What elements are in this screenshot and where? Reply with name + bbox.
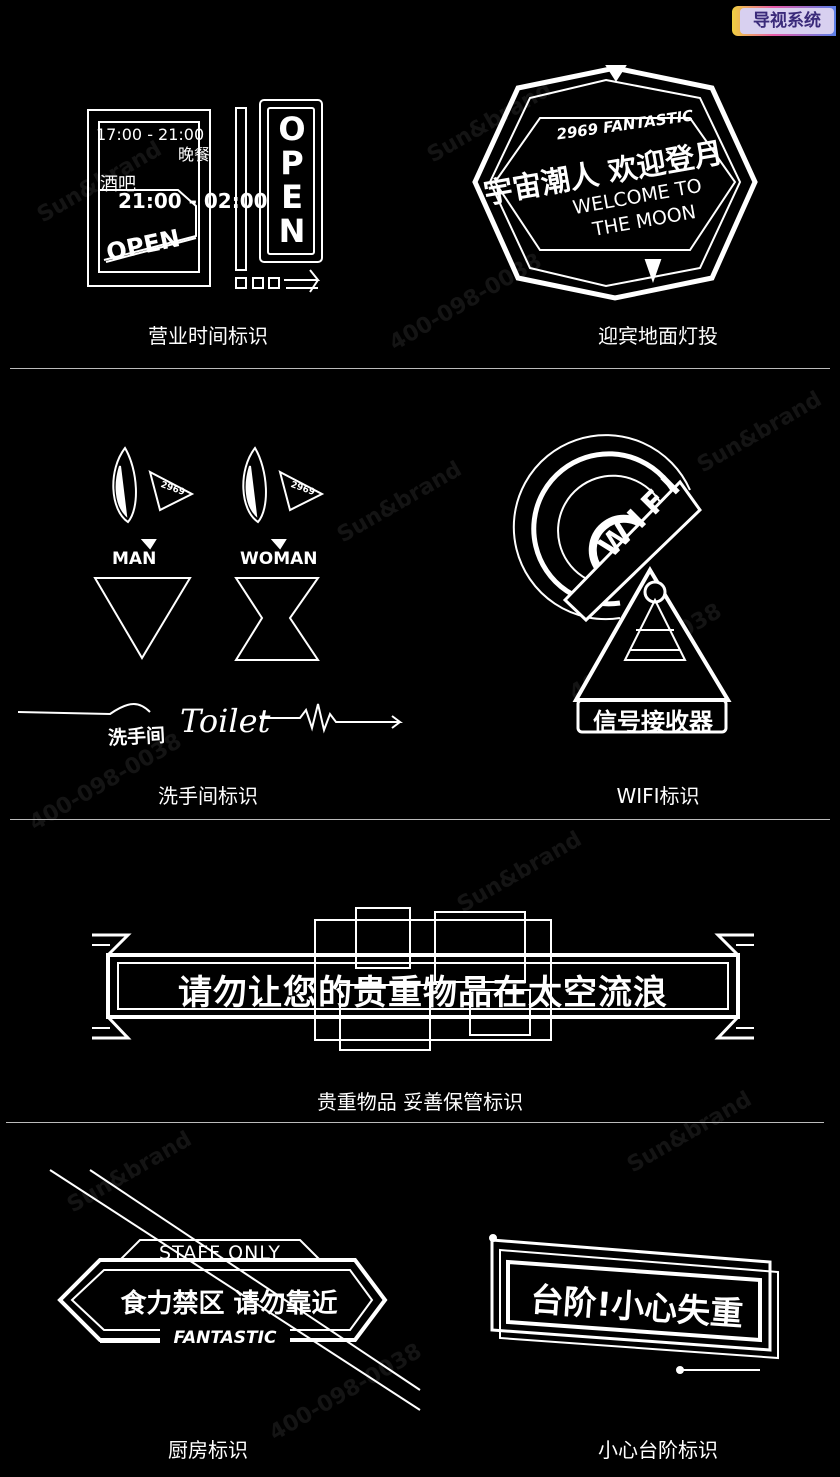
system-tag: 导视系统: [732, 6, 836, 36]
restroom-man-label: MAN: [112, 549, 157, 569]
caption-welcome: 迎宾地面灯投: [598, 324, 718, 348]
open-vertical-sign: [235, 99, 323, 293]
restroom-cn-label: 洗手间: [107, 724, 166, 750]
welcome-hexagon: [472, 65, 758, 301]
business-hours-sign: [87, 109, 211, 287]
restroom-woman-label: WOMAN: [240, 549, 318, 569]
divider: [6, 1122, 824, 1123]
rabbit-woman-icon: [234, 446, 325, 661]
divider: [10, 368, 830, 369]
hours-open: OPEN: [104, 224, 183, 267]
caption-valuables: 贵重物品 妥善保管标识: [316, 1090, 524, 1114]
caption-restroom: 洗手间标识: [158, 784, 258, 808]
kitchen-staff-text: STAFF ONLY: [159, 1242, 281, 1264]
restroom-arrow: [17, 703, 403, 734]
kitchen-warn-text: 食力禁区 请勿靠近: [120, 1289, 338, 1319]
valuables-frame: [92, 907, 754, 1051]
open-vertical-text: OPEN: [278, 110, 306, 250]
kitchen-brand-text: FANTASTIC: [160, 1328, 290, 1348]
restroom-script-label: Toilet: [180, 702, 271, 740]
hours-line2: 21:00 - 02:00: [118, 189, 268, 213]
rabbit-man-icon: [93, 446, 195, 660]
caption-business-hours: 营业时间标识: [148, 324, 268, 348]
valuables-slogan: 请勿让您的贵重物品在太空流浪: [178, 973, 668, 1013]
hours-label1: 晚餐: [178, 145, 210, 164]
divider: [10, 819, 830, 820]
hours-label2: 酒吧: [100, 174, 136, 195]
wifi-icon: [512, 434, 732, 734]
wifi-receiver-text: 信号接收器: [593, 708, 713, 736]
system-tag-label: 导视系统: [740, 8, 834, 34]
hours-line1: 17:00 - 21:00: [96, 125, 204, 144]
caption-kitchen: 厨房标识: [168, 1438, 248, 1462]
steps-sign: [489, 1234, 779, 1374]
caption-steps: 小心台阶标识: [598, 1438, 718, 1462]
caption-wifi: WIFI标识: [616, 784, 700, 808]
